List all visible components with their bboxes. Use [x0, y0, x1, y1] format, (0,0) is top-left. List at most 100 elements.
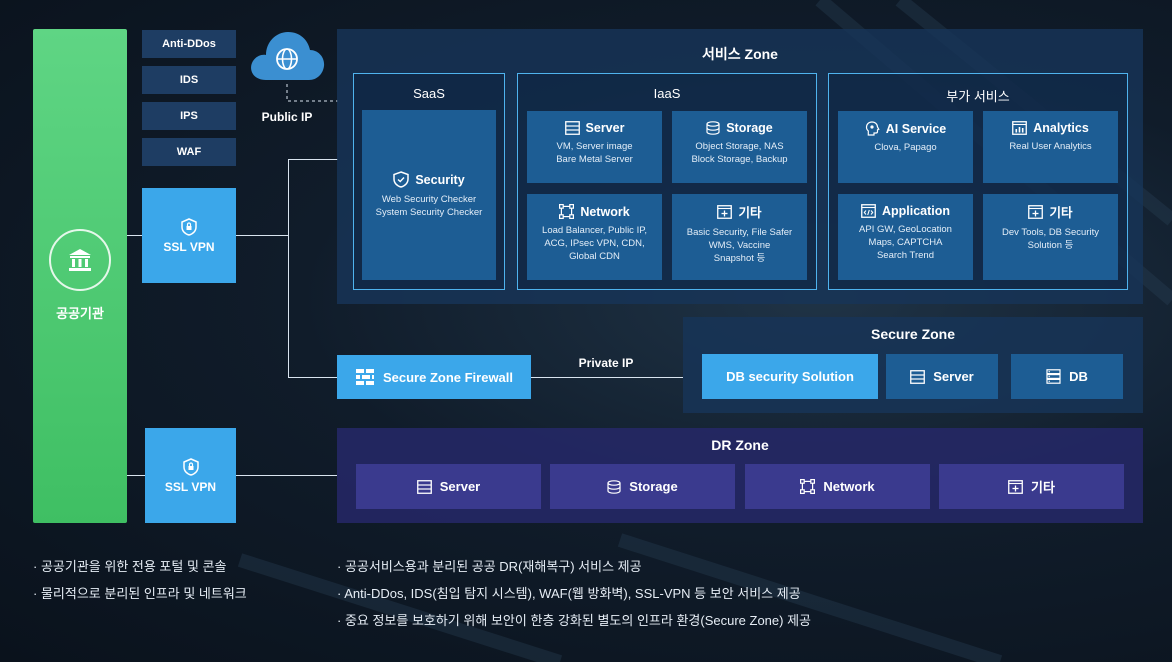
application-title: Application: [881, 204, 951, 218]
iaas-panel: IaaS Server VM, Server image Bare Metal …: [517, 73, 817, 290]
dr-storage-label: Storage: [629, 479, 678, 494]
server-icon: [910, 369, 926, 384]
saas-title: SaaS: [413, 86, 445, 101]
dr-storage-box: Storage: [550, 464, 735, 509]
bullet-right-2: · Anti-DDos, IDS(침입 탐지 시스템), WAF(웹 방화벽),…: [337, 586, 801, 601]
application-desc-2: Maps, CAPTCHA: [868, 237, 943, 248]
dr-network-box: Network: [745, 464, 930, 509]
ai-service-desc-1: Clova, Papago: [874, 142, 937, 153]
bullet-left-1: · 공공기관을 위한 전용 포털 및 콘솔: [33, 559, 227, 574]
ai-icon: [865, 121, 880, 136]
ssl-vpn-box: SSL VPN: [142, 188, 236, 283]
firewall-label: Secure Zone Firewall: [382, 369, 514, 385]
secure-db-label: DB: [1069, 369, 1088, 384]
iaas-storage-card: Storage Object Storage, NAS Block Storag…: [672, 111, 807, 183]
shield-lock-icon: [182, 457, 199, 476]
secure-server-box: Server: [886, 354, 998, 399]
dr-etc-label: 기타: [1031, 480, 1055, 495]
db-security-solution-label: DB security Solution: [726, 369, 854, 384]
public-ip-dashed-line: [286, 84, 338, 102]
iaas-etc-card: 기타 Basic Security, File Safer WMS, Vacci…: [672, 194, 807, 280]
connector-to-service-zone: [288, 159, 338, 160]
secure-zone-title: Secure Zone: [870, 326, 956, 342]
plus-icon: [717, 204, 733, 219]
waf-box: WAF: [142, 138, 236, 166]
shield-lock-icon: [181, 217, 197, 236]
iaas-network-title: Network: [580, 204, 630, 219]
iaas-network-desc-1: Load Balancer, Public IP,: [542, 225, 647, 236]
application-desc-1: API GW, GeoLocation: [859, 224, 952, 235]
connector-vertical: [288, 159, 289, 377]
plus-icon: [1028, 204, 1044, 219]
secure-zone: Secure Zone DB security Solution Server …: [683, 317, 1143, 413]
dr-zone: DR Zone Server Storage Network 기타: [337, 428, 1143, 523]
bullet-list-right: · 공공서비스용과 분리된 공공 DR(재해복구) 서비스 제공 · Anti-…: [337, 553, 1157, 634]
bullet-right-3: · 중요 정보를 보호하기 위해 보안이 한층 강화된 별도의 인프라 환경(S…: [337, 613, 811, 628]
server-icon: [416, 479, 432, 494]
storage-icon: [706, 121, 720, 135]
addon-etc-card: 기타 Dev Tools, DB Security Solution 등: [983, 194, 1118, 280]
dr-etc-box: 기타: [939, 464, 1124, 509]
ai-service-card: AI Service Clova, Papago: [838, 111, 973, 183]
security-card: Security Web Security Checker System Sec…: [362, 110, 496, 280]
iaas-etc-title: 기타: [738, 206, 762, 220]
connector-firewall-secure: [531, 377, 683, 378]
institution-icon: [49, 229, 111, 291]
dr-zone-title: DR Zone: [711, 437, 769, 453]
addon-title: 부가 서비스: [946, 89, 1010, 104]
ai-service-title: AI Service: [885, 121, 947, 136]
iaas-server-desc-2: Bare Metal Server: [556, 154, 633, 165]
anti-ddos-box: Anti-DDos: [142, 30, 236, 58]
bullet-right-1: · 공공서비스용과 분리된 공공 DR(재해복구) 서비스 제공: [337, 559, 642, 574]
security-card-title: Security: [415, 172, 465, 187]
ids-box: IDS: [142, 66, 236, 94]
saas-panel: SaaS Security Web Security Checker Syste…: [353, 73, 505, 290]
bullet-left-2: · 물리적으로 분리된 인프라 및 네트워크: [33, 586, 247, 601]
secure-zone-firewall-box: Secure Zone Firewall: [337, 355, 531, 399]
connector-gov-sslvpn: [127, 235, 142, 236]
iaas-storage-desc-2: Block Storage, Backup: [691, 154, 788, 165]
ssl-vpn-label: SSL VPN: [163, 239, 215, 254]
addon-etc-desc-2: Solution 등: [1027, 240, 1074, 251]
public-ip-label: Public IP: [261, 110, 313, 124]
iaas-server-card: Server VM, Server image Bare Metal Serve…: [527, 111, 662, 183]
analytics-icon: [1012, 121, 1028, 135]
analytics-title: Analytics: [1033, 121, 1089, 135]
public-institution-column: 공공기관: [33, 29, 127, 523]
application-card: Application API GW, GeoLocation Maps, CA…: [838, 194, 973, 280]
iaas-storage-desc-1: Object Storage, NAS: [695, 141, 784, 152]
iaas-etc-desc-2: WMS, Vaccine: [708, 240, 771, 251]
iaas-network-card: Network Load Balancer, Public IP, ACG, I…: [527, 194, 662, 280]
secure-db-box: DB: [1011, 354, 1123, 399]
addon-etc-title: 기타: [1049, 206, 1073, 220]
iaas-title: IaaS: [653, 86, 681, 101]
iaas-server-desc-1: VM, Server image: [556, 141, 633, 152]
secure-server-label: Server: [933, 369, 974, 384]
shield-icon: [393, 171, 410, 188]
plus-icon: [1008, 479, 1023, 494]
iaas-etc-desc-3: Snapshot 등: [713, 253, 766, 264]
iaas-network-desc-2: ACG, IPsec VPN, CDN,: [544, 238, 645, 249]
firewall-icon: [355, 369, 374, 385]
network-icon: [559, 204, 575, 219]
cloud-icon: [248, 26, 326, 87]
ips-box: IPS: [142, 102, 236, 130]
service-zone-title: 서비스 Zone: [702, 46, 778, 62]
server-icon: [564, 121, 580, 135]
service-zone: 서비스 Zone SaaS Security Web Security Chec…: [337, 29, 1143, 304]
dr-server-box: Server: [356, 464, 541, 509]
network-icon: [800, 479, 816, 494]
connector-gov-sslvpn2: [127, 475, 145, 476]
security-desc-2: System Security Checker: [375, 207, 483, 218]
application-desc-3: Search Trend: [876, 250, 935, 261]
database-icon: [1046, 369, 1061, 384]
code-icon: [861, 204, 876, 218]
iaas-server-title: Server: [585, 121, 625, 135]
security-desc-1: Web Security Checker: [381, 194, 477, 205]
ssl-vpn-dr-box: SSL VPN: [145, 428, 236, 523]
connector-sslvpn2-dr: [236, 475, 337, 476]
ssl-vpn-dr-label: SSL VPN: [164, 479, 217, 494]
addon-panel: 부가 서비스 AI Service Clova, Papago Analytic…: [828, 73, 1128, 290]
iaas-etc-desc-1: Basic Security, File Safer: [686, 227, 793, 238]
dr-server-label: Server: [439, 479, 481, 494]
